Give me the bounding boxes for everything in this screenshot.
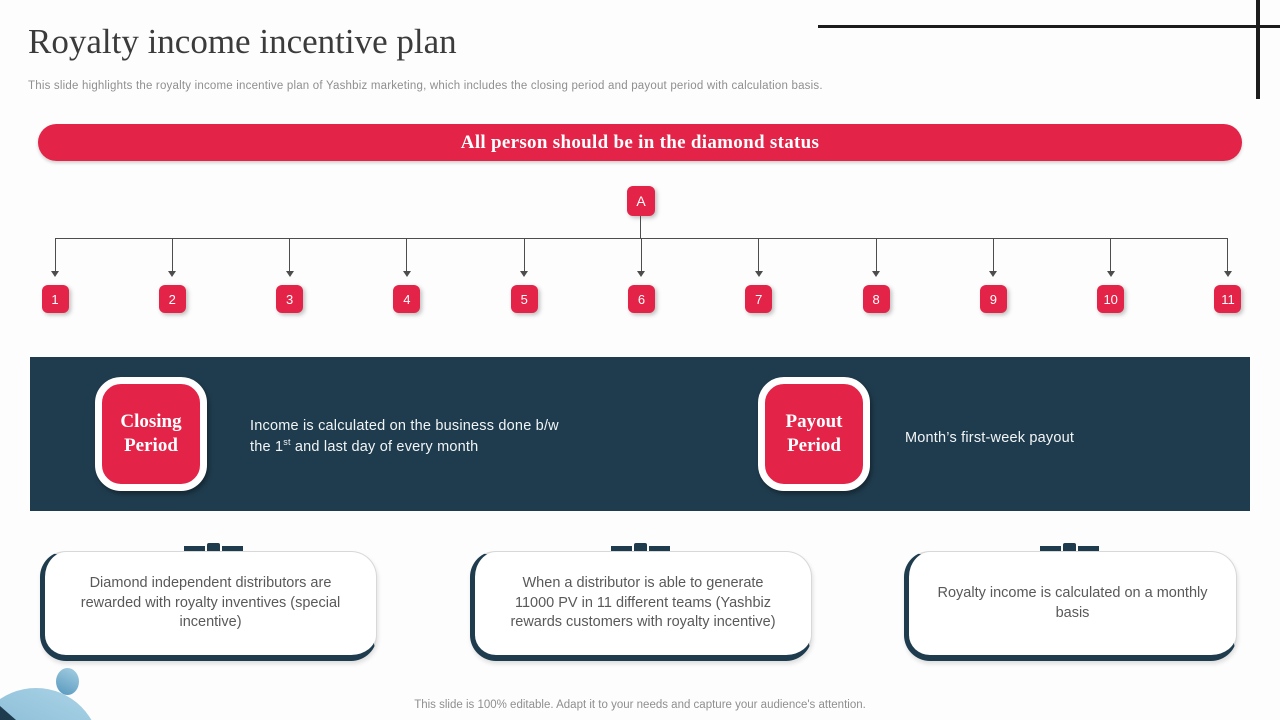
tree-branch: 2 [158,238,186,318]
arrow-line [523,238,525,271]
arrow-head-icon [285,271,294,277]
tree-branch: 11 [1214,238,1242,318]
crosshair-horizontal-line [818,25,1280,28]
tree-node-3: 3 [276,285,304,313]
tree-branch: 10 [1097,238,1125,318]
clamp-bar [184,546,205,553]
period-band [30,357,1250,511]
slide-subtitle: This slide highlights the royalty income… [28,80,823,92]
arrow-head-icon [1106,271,1115,277]
closing-period-line1: Closing [120,411,182,433]
arrow-line [992,238,994,271]
arrow-head-icon [520,271,529,277]
tree-branch: 3 [276,238,304,318]
arrow-line [289,238,291,271]
info-card-monthly-basis: Royalty income is calculated on a monthl… [904,551,1237,661]
tree-root-node: A [627,186,655,216]
arrow-line [171,238,173,271]
arrow-head-icon [754,271,763,277]
arrow-line [1110,238,1112,271]
arrow-head-icon [1223,271,1232,277]
tree-branch: 9 [979,238,1007,318]
tree-node-5: 5 [510,285,538,313]
decorative-corner-triangle [0,706,16,720]
arrow-line [875,238,877,271]
payout-period-line2: Period [787,435,841,456]
arrow-line [54,238,56,271]
arrow-head-icon [637,271,646,277]
tree-branch: 7 [745,238,773,318]
arrow-line [406,238,408,271]
tree-node-1: 1 [41,285,69,313]
team-tree: 1 2 3 4 5 6 7 8 9 10 11 [41,238,1242,318]
arrow-head-icon [989,271,998,277]
payout-period-line1: Payout [785,411,843,433]
arrow-head-icon [168,271,177,277]
closing-period-line2: Period [124,435,178,456]
tree-node-10: 10 [1097,285,1125,313]
tree-node-4: 4 [393,285,421,313]
tree-branch: 5 [510,238,538,318]
closing-desc-part2: and last day of every month [290,439,479,456]
clamp-bar [611,546,632,553]
info-card-diamond-distributors: Diamond independent distributors are rew… [40,551,377,661]
info-card-distributor-pv: When a distributor is able to generate 1… [470,551,812,661]
clamp-bar [1040,546,1061,553]
payout-period-card: Payout Period [758,377,870,491]
tree-node-8: 8 [862,285,890,313]
tree-node-11: 11 [1214,285,1242,313]
closing-period-card: Closing Period [95,377,207,491]
closing-period-label: Closing Period [120,410,181,458]
status-banner-label: All person should be in the diamond stat… [460,131,820,153]
payout-period-description: Month’s first-week payout [905,430,1075,446]
tree-branch: 4 [393,238,421,318]
arrow-head-icon [872,271,881,277]
tree-node-7: 7 [745,285,773,313]
tree-branch: 6 [627,238,655,318]
arrow-head-icon [51,271,59,277]
tree-branch: 1 [41,238,69,318]
closing-period-description: Income is calculated on the business don… [250,416,570,457]
closing-desc-part1: Income is calculated on the business don… [250,418,559,456]
arrow-line [758,238,760,271]
arrow-head-icon [402,271,411,277]
tree-root-stem-line [640,216,641,238]
crosshair-vertical-line [1256,0,1260,99]
clamp-bar [222,546,243,553]
decorative-circle-small [56,668,79,695]
tree-node-9: 9 [979,285,1007,313]
tree-node-6: 6 [627,285,655,313]
clamp-bar [1078,546,1099,553]
arrow-line [1227,238,1229,271]
closing-desc-superscript: st [283,437,291,448]
clamp-bar [649,546,670,553]
footer-note: This slide is 100% editable. Adapt it to… [414,699,866,711]
arrow-line [640,238,642,271]
payout-period-label: Payout Period [786,410,843,458]
tree-node-2: 2 [158,285,186,313]
status-banner: All person should be in the diamond stat… [38,124,1242,161]
tree-branch: 8 [862,238,890,318]
page-title: Royalty income incentive plan [28,22,457,61]
